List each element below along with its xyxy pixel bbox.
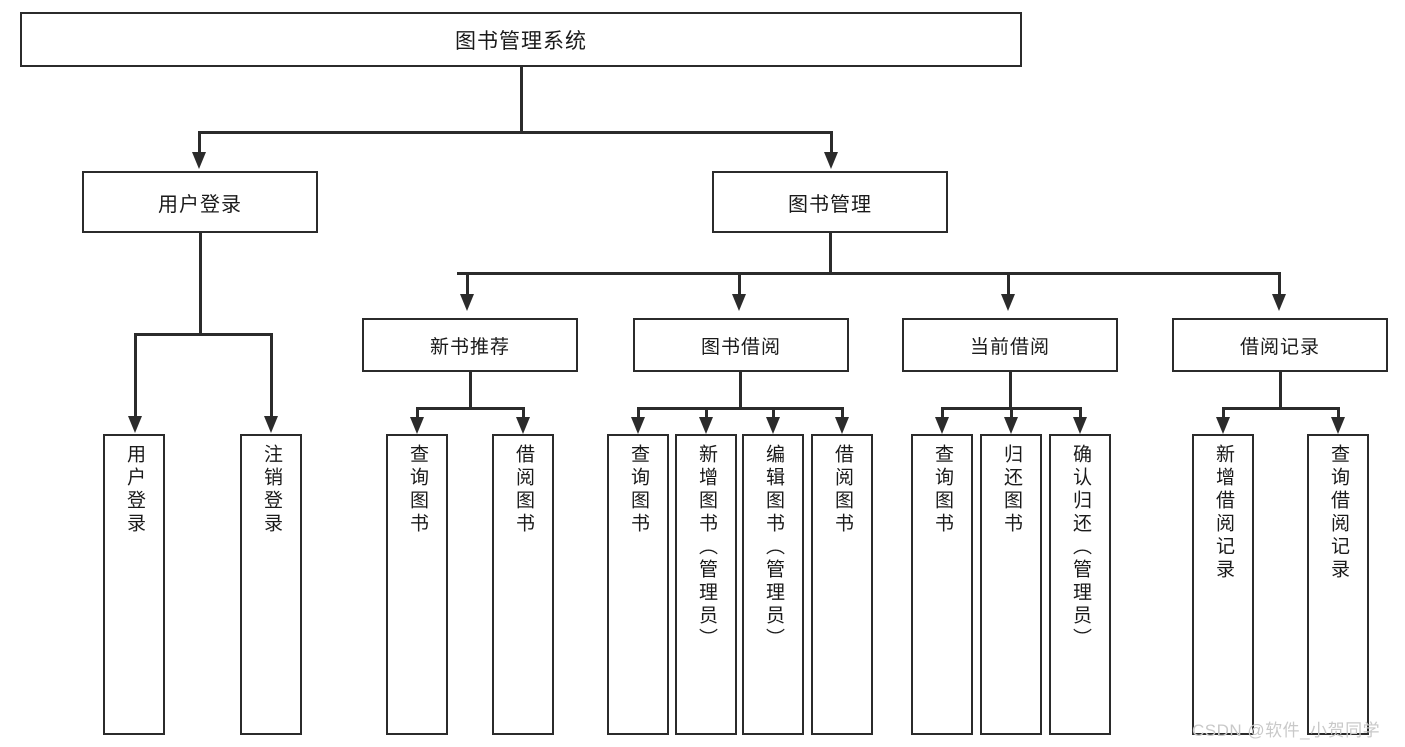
connector-book-management-bus: [457, 272, 1280, 275]
node-leaf-borrow-book-1-label: 借阅图书: [512, 444, 534, 536]
node-leaf-return-book-label: 归还图书: [1000, 444, 1022, 536]
connector-user-login-leaf2: [270, 333, 273, 418]
arrowhead-user-login: [192, 152, 206, 169]
node-leaf-edit-book-label: 编辑图书（管理员）: [762, 444, 784, 651]
node-leaf-query-record-label: 查询借阅记录: [1327, 444, 1349, 582]
connector-new-book-recommend-stem: [469, 372, 472, 407]
connector-user-login-stem: [199, 233, 202, 333]
connector-bb-leaf3: [772, 407, 775, 419]
node-leaf-add-record[interactable]: 新增借阅记录: [1192, 434, 1254, 735]
node-leaf-borrow-book-2-label: 借阅图书: [831, 444, 853, 536]
arrowhead-leaf-logout: [264, 416, 278, 433]
node-leaf-user-login[interactable]: 用户登录: [103, 434, 165, 735]
arrowhead-leaf-query-book-3: [935, 417, 949, 434]
node-leaf-user-login-label: 用户登录: [123, 444, 145, 536]
arrowhead-book-management: [824, 152, 838, 169]
connector-current-borrow-stem: [1009, 372, 1012, 407]
connector-to-book-management: [830, 131, 833, 154]
arrowhead-leaf-query-record: [1331, 417, 1345, 434]
connector-nbr-leaf1: [416, 407, 419, 419]
arrowhead-leaf-borrow-book-2: [835, 417, 849, 434]
arrowhead-leaf-user-login: [128, 416, 142, 433]
node-leaf-add-record-label: 新增借阅记录: [1212, 444, 1234, 582]
node-root-label: 图书管理系统: [455, 29, 587, 53]
node-leaf-logout[interactable]: 注销登录: [240, 434, 302, 735]
node-new-book-recommend[interactable]: 新书推荐: [362, 318, 578, 372]
connector-to-book-borrow: [738, 272, 741, 296]
arrowhead-new-book-recommend: [460, 294, 474, 311]
connector-to-borrow-record: [1278, 272, 1281, 296]
arrowhead-borrow-record: [1272, 294, 1286, 311]
node-book-management[interactable]: 图书管理: [712, 171, 948, 233]
arrowhead-leaf-add-record: [1216, 417, 1230, 434]
connector-user-login-leaf1: [134, 333, 137, 418]
arrowhead-leaf-add-book: [699, 417, 713, 434]
node-user-login[interactable]: 用户登录: [82, 171, 318, 233]
connector-root-stem: [520, 67, 523, 131]
node-user-login-label: 用户登录: [158, 193, 242, 216]
node-leaf-query-book-1-label: 查询图书: [406, 444, 428, 536]
arrowhead-current-borrow: [1001, 294, 1015, 311]
connector-root-bus: [198, 131, 832, 134]
node-current-borrow[interactable]: 当前借阅: [902, 318, 1118, 372]
node-leaf-return-book[interactable]: 归还图书: [980, 434, 1042, 735]
node-root-system[interactable]: 图书管理系统: [20, 12, 1022, 67]
node-leaf-add-book-label: 新增图书（管理员）: [695, 444, 717, 651]
node-leaf-query-book-1[interactable]: 查询图书: [386, 434, 448, 735]
arrowhead-leaf-return-book: [1004, 417, 1018, 434]
connector-br-leaf2: [1337, 407, 1340, 419]
node-leaf-confirm-return-label: 确认归还（管理员）: [1069, 444, 1091, 651]
node-book-borrow[interactable]: 图书借阅: [633, 318, 849, 372]
connector-br-leaf1: [1222, 407, 1225, 419]
node-book-borrow-label: 图书借阅: [700, 336, 781, 358]
arrowhead-leaf-query-book-2: [631, 417, 645, 434]
connector-nbr-leaf2: [522, 407, 525, 419]
connector-borrow-record-bus: [1222, 407, 1339, 410]
node-leaf-add-book[interactable]: 新增图书（管理员）: [675, 434, 737, 735]
connector-book-management-stem: [829, 233, 832, 272]
connector-bb-leaf2: [705, 407, 708, 419]
connector-bb-leaf1: [637, 407, 640, 419]
connector-book-borrow-bus: [637, 407, 843, 410]
node-leaf-query-book-2[interactable]: 查询图书: [607, 434, 669, 735]
connector-cb-leaf1: [941, 407, 944, 419]
node-leaf-borrow-book-2[interactable]: 借阅图书: [811, 434, 873, 735]
arrowhead-leaf-borrow-book-1: [516, 417, 530, 434]
connector-bb-leaf4: [841, 407, 844, 419]
connector-cb-leaf3: [1079, 407, 1082, 419]
node-leaf-logout-label: 注销登录: [260, 444, 282, 536]
node-leaf-query-record[interactable]: 查询借阅记录: [1307, 434, 1369, 735]
node-leaf-query-book-3-label: 查询图书: [931, 444, 953, 536]
connector-borrow-record-stem: [1279, 372, 1282, 407]
connector-to-user-login: [198, 131, 201, 154]
connector-book-borrow-stem: [739, 372, 742, 407]
node-leaf-edit-book[interactable]: 编辑图书（管理员）: [742, 434, 804, 735]
arrowhead-book-borrow: [732, 294, 746, 311]
connector-to-new-book-recommend: [466, 272, 469, 296]
node-new-book-recommend-label: 新书推荐: [429, 336, 510, 358]
connector-new-book-recommend-bus: [416, 407, 524, 410]
node-borrow-record[interactable]: 借阅记录: [1172, 318, 1388, 372]
node-book-management-label: 图书管理: [788, 193, 872, 216]
node-leaf-query-book-2-label: 查询图书: [627, 444, 649, 536]
node-borrow-record-label: 借阅记录: [1239, 336, 1320, 358]
connector-cb-leaf2: [1010, 407, 1013, 419]
connector-to-current-borrow: [1007, 272, 1010, 296]
arrowhead-leaf-query-book-1: [410, 417, 424, 434]
arrowhead-leaf-edit-book: [766, 417, 780, 434]
node-leaf-query-book-3[interactable]: 查询图书: [911, 434, 973, 735]
connector-user-login-bus: [134, 333, 272, 336]
arrowhead-leaf-confirm-return: [1073, 417, 1087, 434]
node-leaf-confirm-return[interactable]: 确认归还（管理员）: [1049, 434, 1111, 735]
node-current-borrow-label: 当前借阅: [969, 336, 1050, 358]
node-leaf-borrow-book-1[interactable]: 借阅图书: [492, 434, 554, 735]
